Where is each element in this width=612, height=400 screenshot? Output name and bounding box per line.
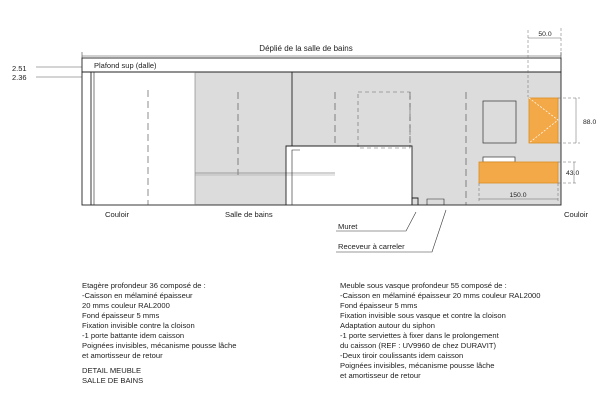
notes-vanity: Meuble sous vasque profondeur 55 composé… [340, 281, 541, 381]
notes-line: Etagère profondeur 36 composé de : [82, 281, 206, 290]
muret-profile [291, 149, 300, 205]
mirror-outline [482, 100, 517, 144]
vanity-unit [478, 161, 559, 184]
muret-leader [336, 211, 417, 232]
notes-line: -Caisson en mélaminé épaisseur [82, 291, 193, 300]
notes-line: Fixation invisible sous vasque et contre… [340, 311, 506, 320]
notes-line: Fond épaisseur 5 mms [340, 301, 418, 310]
notes-line: -Deux tiroir coulissants idem caisson [340, 351, 464, 360]
notes-line: -1 porte serviettes à fixer dans le prol… [340, 331, 499, 340]
notes-line: du caisson (REF : UV9960 de chez DURAVIT… [340, 341, 497, 350]
zone-label-right: Couloir [564, 210, 589, 219]
notes-line: Poignées invisibles, mécanisme pousse lâ… [82, 341, 237, 350]
door-opening-outline [285, 145, 413, 205]
wall-cabinet [528, 97, 559, 144]
notes-line: Adaptation autour du siphon [340, 321, 435, 330]
dim-cab-label: 88.0 [583, 119, 596, 126]
notes-line: 20 mms couleur RAL2000 [82, 301, 170, 310]
notes-line: et amortisseur de retour [82, 351, 163, 360]
dim-width-label: 150.0 [509, 192, 526, 199]
detail-title: DETAIL MEUBLE SALLE DE BAINS [82, 366, 143, 386]
washbasin [482, 156, 516, 163]
zone-label-left: Couloir [105, 210, 130, 219]
dashed-window-trace [357, 91, 411, 149]
notes-line: -Caisson en mélaminé épaisseur 20 mms co… [340, 291, 541, 300]
notes-line: Fixation invisible contre la cloison [82, 321, 195, 330]
detail-title-line: DETAIL MEUBLE [82, 366, 142, 375]
level-label-bottom: 2.36 [12, 73, 27, 82]
receveur-profile [411, 197, 419, 205]
notes-line: Fond épaisseur 5 mms [82, 311, 160, 320]
receveur-label: Receveur à carreler [338, 242, 405, 251]
muret-label: Muret [338, 222, 358, 231]
dim-van-label: 43.0 [566, 170, 579, 177]
door-opening [286, 146, 412, 206]
zone-label-middle: Salle de bains [225, 210, 273, 219]
receveur-leader [336, 209, 447, 253]
notes-line: -1 porte battante idem caisson [82, 331, 185, 340]
drawing-title: Déplié de la salle de bains [259, 44, 352, 53]
notes-line: Meuble sous vasque profondeur 55 composé… [340, 281, 507, 290]
dim-top-label: 50.0 [538, 31, 551, 38]
threshold-profile [426, 198, 445, 205]
cabinet-door-swing [528, 97, 559, 144]
notes-line: Poignées invisibles, mécanisme pousse lâ… [340, 361, 495, 370]
notes-shelf: Etagère profondeur 36 composé de : -Cais… [82, 281, 237, 361]
notes-line: et amortisseur de retour [340, 371, 421, 380]
detail-title-line: SALLE DE BAINS [82, 376, 144, 385]
elevation-outline [81, 71, 562, 206]
level-label-top: 2.51 [12, 64, 27, 73]
ceiling-label: Plafond sup (dalle) [94, 61, 157, 70]
